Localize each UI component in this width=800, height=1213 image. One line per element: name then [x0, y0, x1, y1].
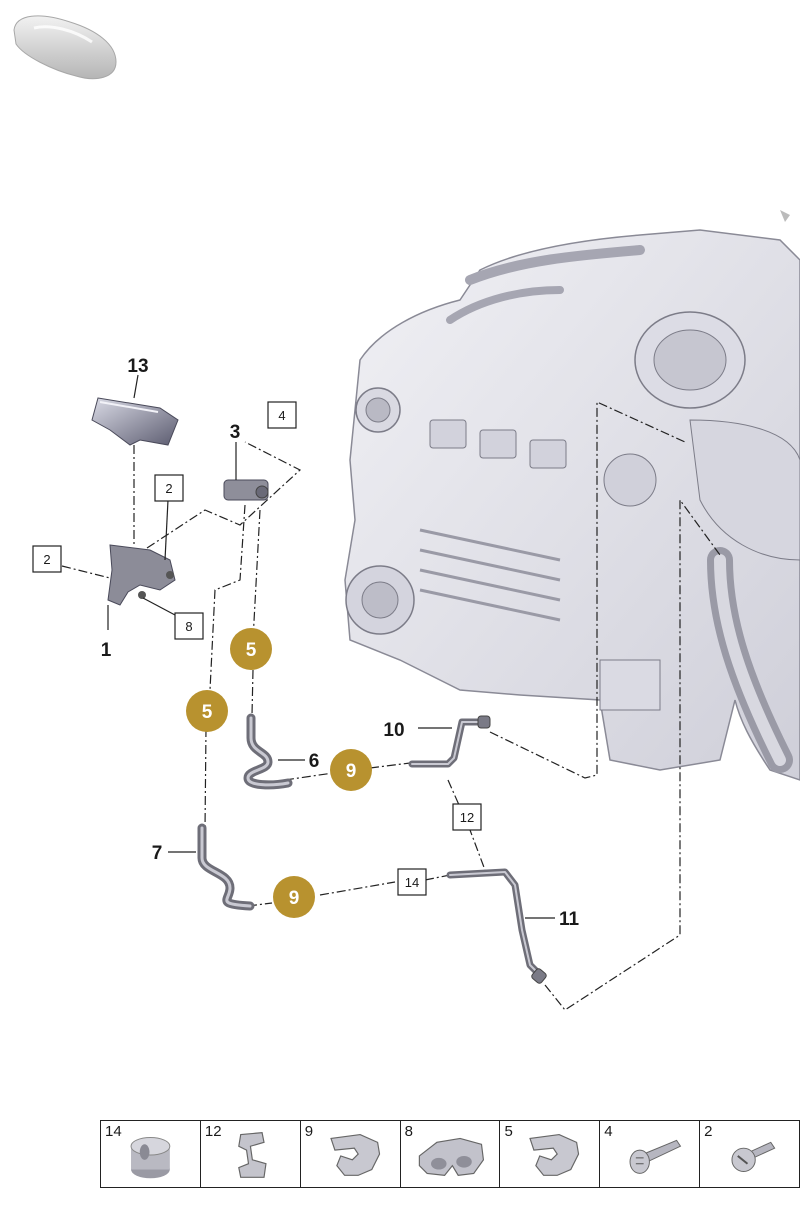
boxed-callout-2-left: 2: [32, 545, 62, 573]
svg-text:9: 9: [289, 888, 300, 909]
legend-label: 12: [204, 1123, 222, 1140]
legend-cell-9: 9: [301, 1121, 401, 1187]
callout-10: 10: [383, 720, 404, 741]
legend-label: 8: [404, 1123, 413, 1140]
pipe-part-11: [446, 868, 547, 984]
bolt-icon: [629, 1139, 682, 1174]
circle-callout-5-left: 5: [186, 690, 228, 732]
bracket-part: [107, 544, 176, 606]
leader-8: [142, 597, 176, 616]
legend-label: 5: [504, 1123, 513, 1140]
hose-clip-icon: [529, 1133, 580, 1176]
svg-text:8: 8: [185, 619, 192, 634]
legend-cell-2: 2: [700, 1121, 799, 1187]
hose-part-7: [197, 823, 255, 911]
pipe-part-10: [408, 715, 491, 768]
svg-text:2: 2: [43, 552, 50, 567]
svg-text:5: 5: [246, 640, 257, 661]
legend-label: 2: [704, 1123, 713, 1140]
heat-shield-part: [91, 397, 179, 446]
svg-text:2: 2: [165, 481, 172, 496]
legend-cell-4: 4: [600, 1121, 701, 1187]
svg-text:5: 5: [202, 702, 213, 723]
legend-label: 9: [304, 1123, 314, 1140]
circle-callout-9-lower: 9: [273, 876, 315, 918]
screw-icon: [731, 1141, 776, 1172]
boxed-callout-8: 8: [174, 612, 204, 640]
boxed-callout-2-top: 2: [154, 474, 184, 502]
boxed-callout-14: 14: [397, 868, 427, 896]
callout-6: 6: [309, 751, 320, 772]
legend-label: 14: [105, 1123, 122, 1140]
engine-assembly: [344, 210, 800, 781]
legend-cell-5: 5: [500, 1121, 601, 1187]
sensor-part: [223, 479, 269, 501]
boxed-callout-4: 4: [267, 401, 297, 429]
double-hose-clip-icon: [418, 1137, 484, 1176]
callout-1: 1: [101, 640, 112, 661]
leader-2b: [164, 499, 169, 561]
circle-callout-5-right: 5: [230, 628, 272, 670]
callout-7: 7: [152, 843, 163, 864]
svg-text:12: 12: [460, 810, 474, 825]
svg-text:9: 9: [346, 761, 357, 782]
circle-callout-9-upper: 9: [330, 749, 372, 791]
legend-label: 4: [604, 1123, 613, 1140]
svg-text:4: 4: [278, 408, 285, 423]
hose-clip-icon: [329, 1133, 380, 1176]
callout-13: 13: [127, 356, 148, 377]
legend-cell-12: 12: [201, 1121, 301, 1187]
vehicle-silhouette-icon: [13, 15, 117, 80]
leader-13: [133, 374, 139, 399]
callout-3: 3: [230, 422, 241, 443]
assembly-leader-lines: [61, 401, 721, 1011]
boxed-callout-12: 12: [452, 803, 482, 831]
double-clip-icon: [237, 1132, 267, 1178]
svg-text:14: 14: [405, 875, 419, 890]
legend-cell-14: 14: [101, 1121, 201, 1187]
hose-part-6: [243, 713, 293, 790]
callout-11: 11: [559, 909, 580, 930]
small-parts-legend: 14 12 9 8 5 4: [100, 1120, 800, 1188]
legend-cell-8: 8: [401, 1121, 501, 1187]
rubber-grommet-icon: [130, 1137, 171, 1179]
